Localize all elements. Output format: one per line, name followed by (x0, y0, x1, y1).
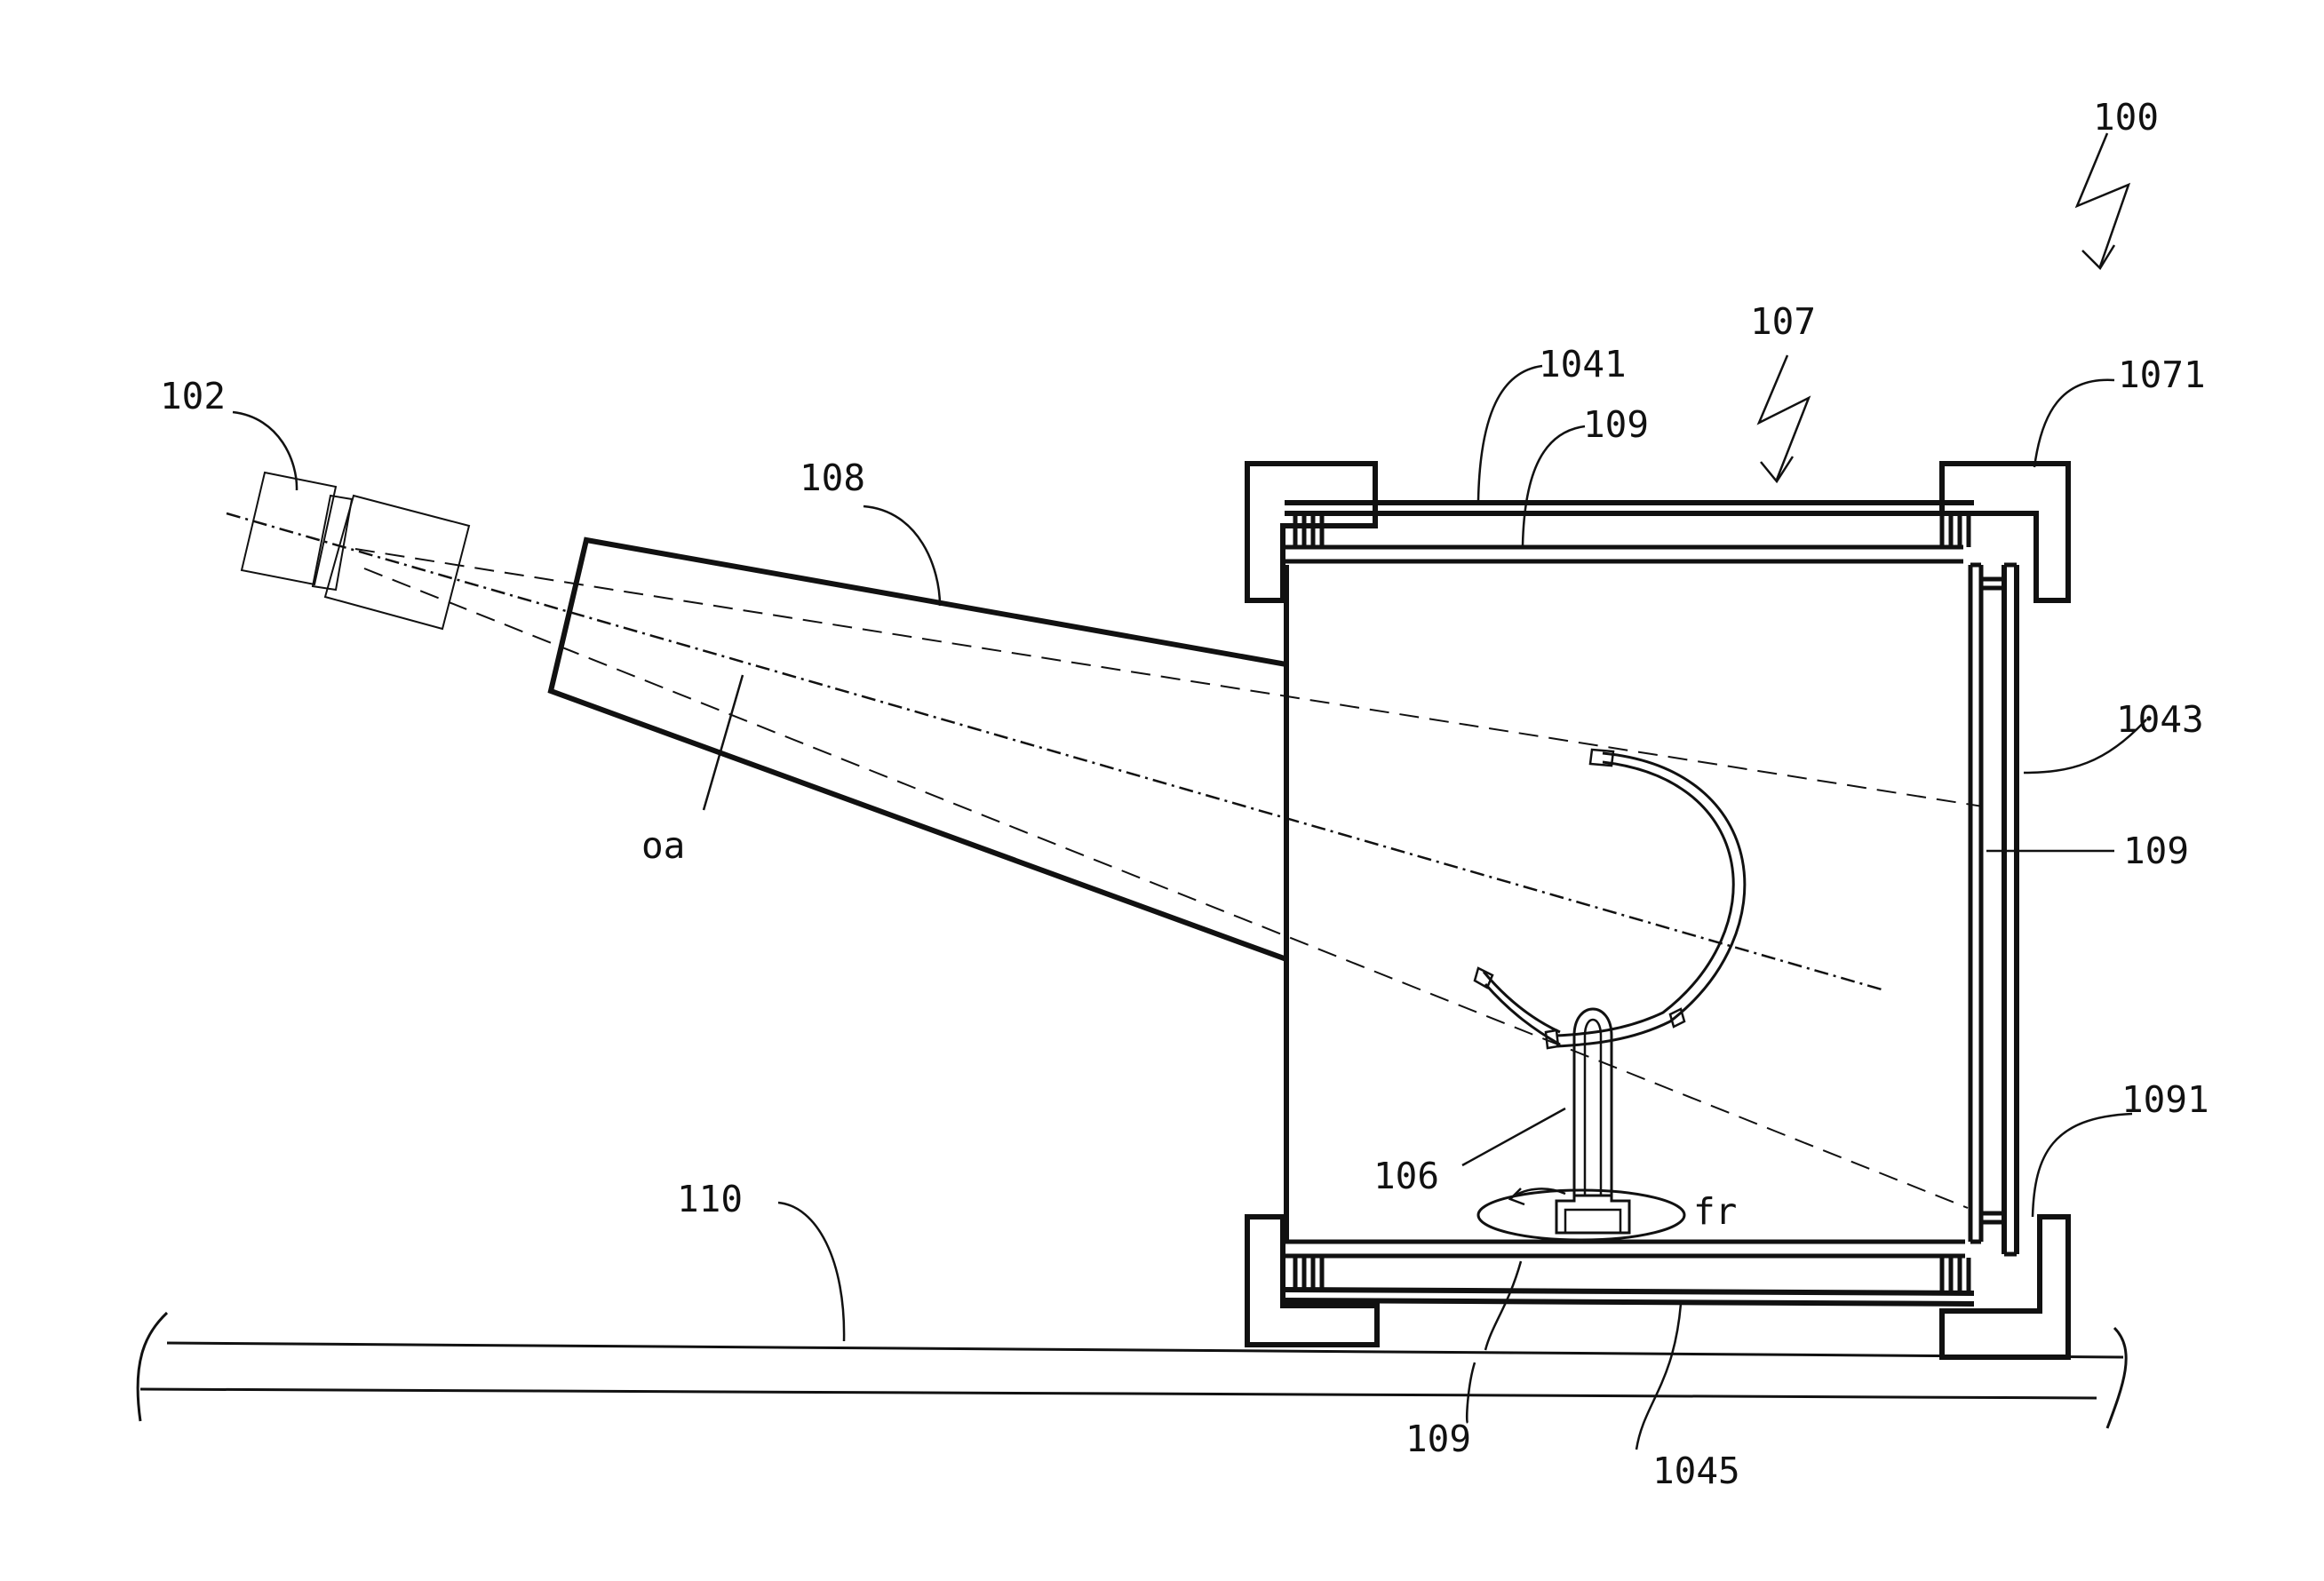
label-1091: 1091 (2121, 1078, 2209, 1121)
leader-lines (233, 366, 2146, 1450)
label-100: 100 (2093, 96, 2159, 139)
system-arrow-symbol (2077, 133, 2129, 268)
label-107: 107 (1750, 300, 1816, 343)
label-1041: 1041 (1539, 343, 1627, 385)
frame-arrow-symbol (1759, 355, 1809, 481)
object (1475, 750, 1745, 1233)
label-109-bottom: 109 (1405, 1418, 1471, 1460)
hood (551, 540, 1286, 959)
label-106: 106 (1373, 1155, 1439, 1197)
label-110: 110 (677, 1178, 743, 1220)
label-1071: 1071 (2118, 354, 2206, 396)
field-of-view-lines (355, 549, 1983, 1208)
label-102: 102 (160, 375, 226, 417)
optical-axis (227, 513, 1882, 989)
frame (1247, 464, 2068, 1357)
camera (242, 473, 469, 629)
label-1045: 1045 (1652, 1450, 1740, 1492)
ground-surface (138, 1313, 2126, 1428)
label-109-right: 109 (2123, 830, 2189, 872)
label-oa: oa (641, 824, 685, 867)
label-109-top: 109 (1583, 403, 1649, 446)
label-108: 108 (800, 457, 865, 499)
label-1043: 1043 (2116, 698, 2204, 741)
label-fr: fr (1693, 1190, 1737, 1233)
